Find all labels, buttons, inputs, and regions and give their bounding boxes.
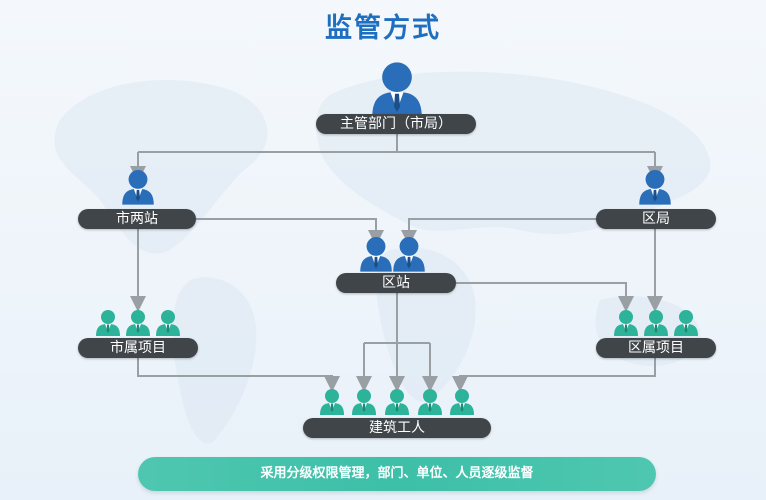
node-district-projects-label: 区属项目 — [596, 338, 716, 358]
connectors — [130, 134, 663, 392]
worker-person-icon — [450, 389, 474, 415]
node-workers-label: 建筑工人 — [303, 418, 491, 438]
node-authority-label: 主管部门（市局） — [316, 114, 476, 134]
node-district-station-label: 区站 — [336, 273, 456, 293]
city-project-person-icon — [126, 310, 150, 336]
node-district-bureau-label: 区局 — [596, 209, 716, 229]
node-city-projects-label: 市属项目 — [78, 338, 198, 358]
summary-banner: 采用分级权限管理，部门、单位、人员逐级监督 — [138, 457, 656, 491]
city-project-person-icon — [96, 310, 120, 336]
page-title: 监管方式 — [325, 13, 441, 44]
node-city-station-label: 市两站 — [78, 209, 196, 229]
worker-person-icon — [352, 389, 376, 415]
worker-person-icon — [385, 389, 409, 415]
worker-person-icon — [320, 389, 344, 415]
